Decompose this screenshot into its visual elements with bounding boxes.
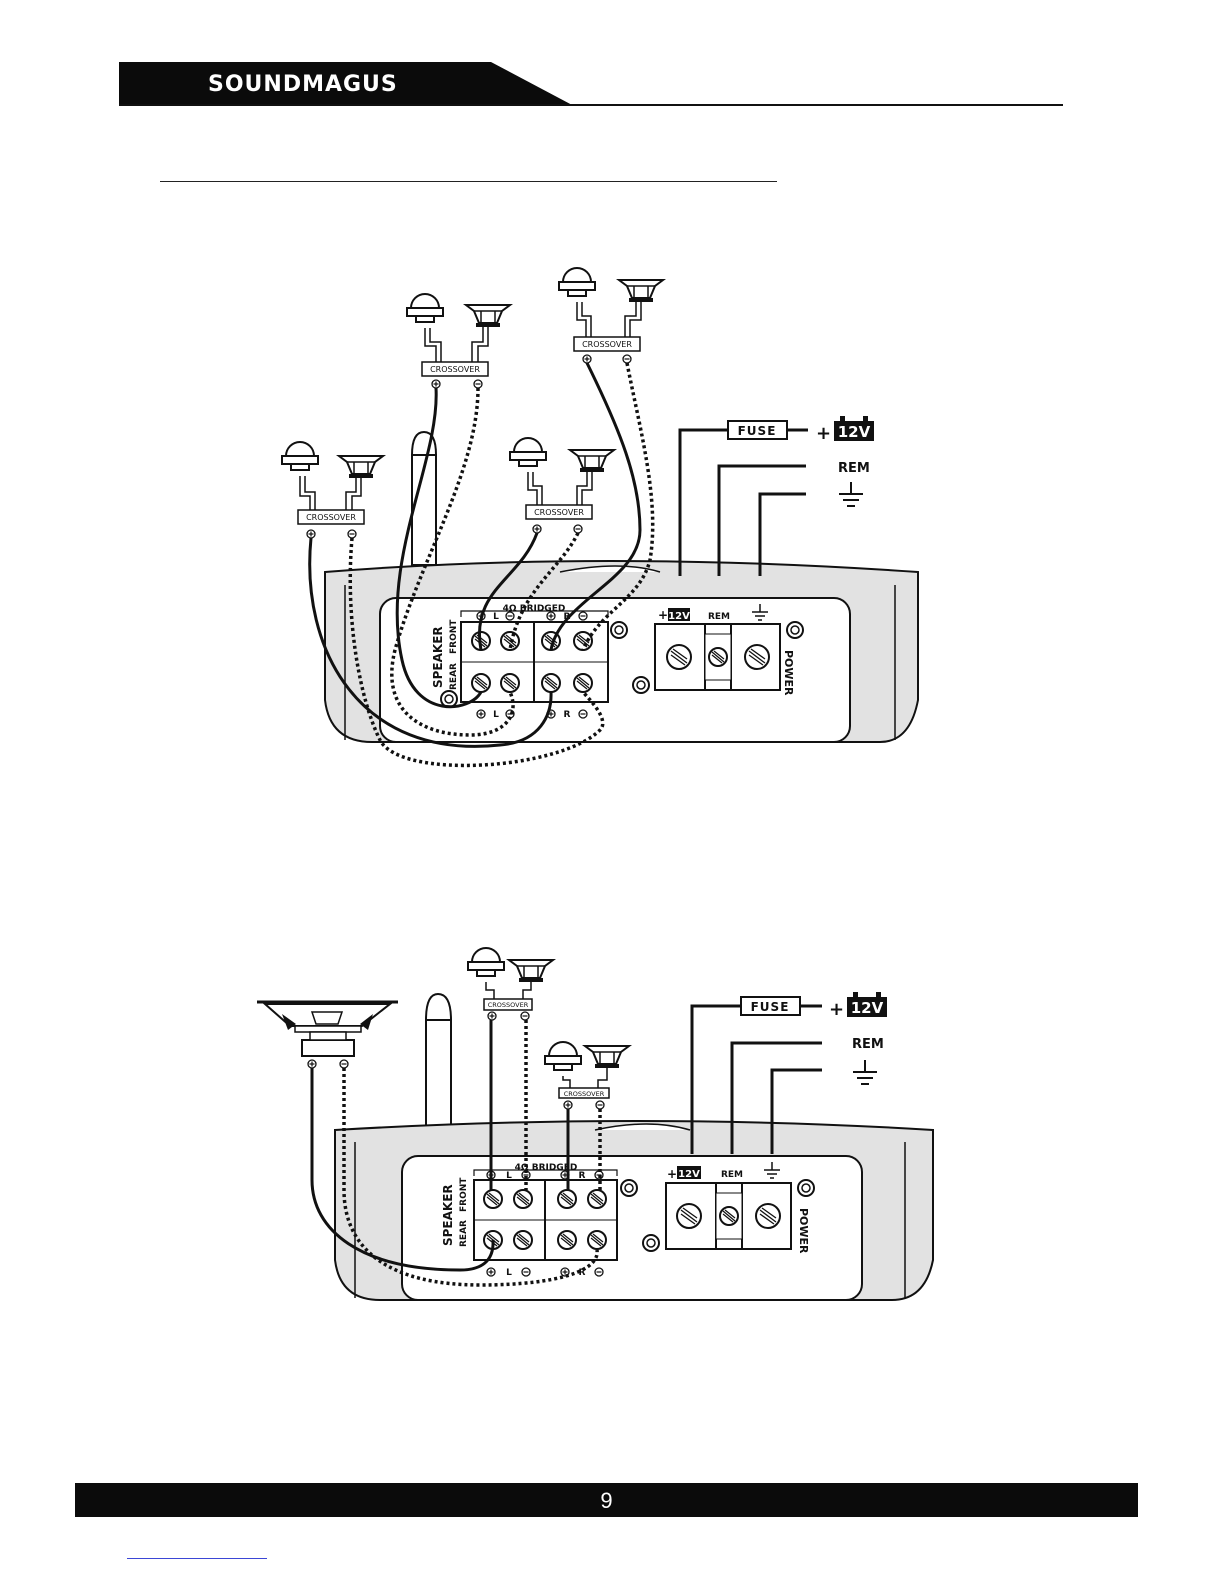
right-label-bottom: R (564, 710, 571, 720)
plus-sign-panel: + (658, 608, 668, 622)
footer-bar: 9 (75, 1483, 1138, 1517)
diagram-1: 4Ω BRIDGED L R L R SPEAKER FRONT REAR (282, 268, 918, 765)
left-label: L (493, 612, 499, 622)
crossover-label: CROSSOVER (582, 340, 632, 349)
diagram-2: 4Ω BRIDGED L R L R SPEAKER FRONT REAR (257, 948, 933, 1300)
power-label: POWER (797, 1208, 810, 1254)
plus-sign: + (829, 999, 844, 1020)
rem-label: REM (838, 461, 870, 476)
rear-label: REAR (459, 1220, 469, 1247)
crossover-label: CROSSOVER (430, 365, 480, 374)
rem-label-panel: REM (708, 612, 730, 622)
battery-label: 12V (838, 423, 871, 441)
crossover-label: CROSSOVER (488, 1001, 529, 1009)
page-number: 9 (75, 1488, 1138, 1514)
speaker-set-2: CROSSOVER (407, 294, 510, 388)
plus-sign: + (816, 423, 831, 444)
speaker-set-6: CROSSOVER (545, 1042, 629, 1109)
rem-label: REM (852, 1037, 884, 1052)
speaker-label: SPEAKER (441, 1184, 455, 1246)
rear-label: REAR (449, 663, 459, 690)
antenna-2 (426, 994, 451, 1130)
left-label: L (506, 1171, 512, 1181)
power-wires-1 (680, 430, 808, 576)
fuse-label: FUSE (751, 1000, 790, 1014)
speaker-set-1: CROSSOVER (282, 442, 383, 538)
amplifier-1: 4Ω BRIDGED L R L R SPEAKER FRONT REAR (325, 561, 918, 742)
battery-icon: 12V (847, 992, 887, 1017)
speaker-set-3: CROSSOVER (559, 268, 663, 363)
amplifier-2: 4Ω BRIDGED L R L R SPEAKER FRONT REAR (335, 1121, 933, 1300)
battery-label: 12V (851, 999, 884, 1017)
wiring-diagrams: 4Ω BRIDGED L R L R SPEAKER FRONT REAR (0, 0, 1225, 1480)
plus-sign-panel: + (667, 1167, 677, 1181)
subwoofer-icon (257, 1002, 398, 1068)
ground-icon (839, 482, 863, 506)
ground-icon (853, 1060, 877, 1084)
speaker-set-4: CROSSOVER (510, 438, 614, 533)
fuse-label: FUSE (738, 424, 777, 438)
crossover-label: CROSSOVER (534, 508, 584, 517)
crossover-label: CROSSOVER (564, 1090, 605, 1098)
crossover-label: CROSSOVER (306, 513, 356, 522)
fuse-2: FUSE (741, 997, 800, 1015)
battery-label-panel: 12V (678, 1169, 700, 1180)
left-label-bottom: L (506, 1268, 512, 1278)
fuse-1: FUSE (728, 421, 787, 439)
right-label: R (579, 1171, 586, 1181)
speaker-label: SPEAKER (431, 626, 445, 688)
left-label-bottom: L (493, 710, 499, 720)
power-label: POWER (782, 650, 795, 696)
rem-label-panel: REM (721, 1170, 743, 1180)
front-label: FRONT (449, 619, 459, 654)
battery-icon: 12V (834, 416, 874, 441)
battery-label-panel: 12V (668, 611, 690, 622)
front-label: FRONT (459, 1177, 469, 1212)
footer-link-underline (127, 1558, 267, 1559)
speaker-set-5: CROSSOVER (468, 948, 553, 1020)
